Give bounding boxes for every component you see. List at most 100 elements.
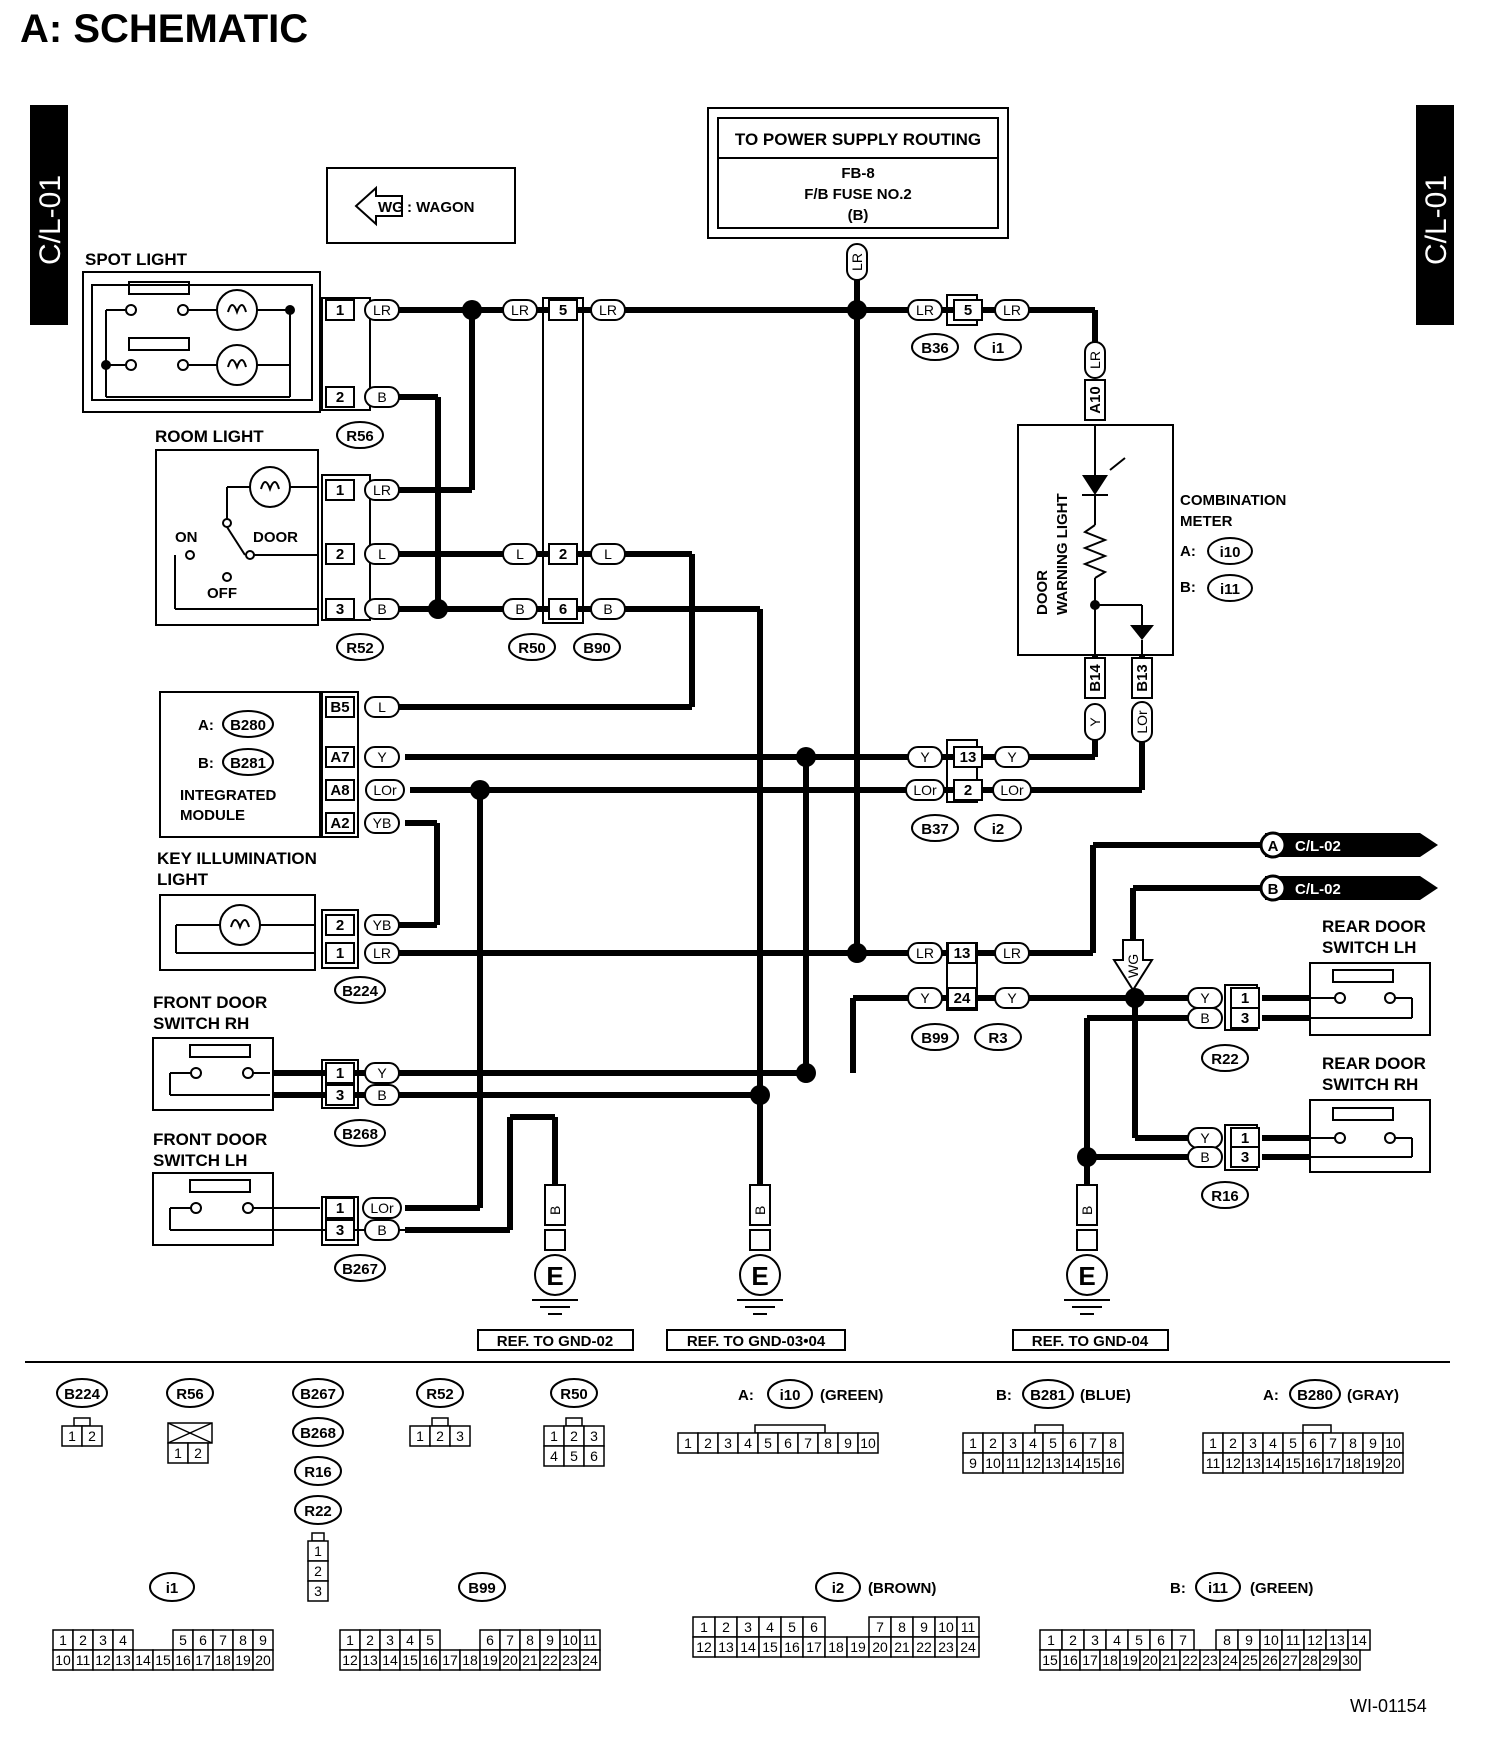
connector-r50: R50 [508,633,556,661]
pin-label: 23 [1202,1652,1218,1668]
svg-text:i1: i1 [992,340,1005,357]
pin-label: 12 [696,1639,712,1655]
pin-number: 1 [325,942,355,964]
wire-color-label: Y [1187,987,1223,1009]
pin-label: 17 [1082,1652,1098,1668]
pin-label: 28 [1302,1652,1318,1668]
svg-text:Y: Y [1007,749,1017,765]
pin-label: 15 [155,1652,171,1668]
integrated-module: A: B280 B: B281 INTEGRATED MODULE [159,691,321,838]
pin-label: 24 [1222,1652,1238,1668]
pin-number: 3 [1230,1146,1260,1168]
pin-label: 18 [1345,1455,1361,1471]
pin-label: 23 [562,1652,578,1668]
svg-text:B280: B280 [1297,1387,1333,1404]
pin-label: 1 [1047,1632,1055,1648]
pin-label: 1 [314,1543,322,1559]
pin-label: 4 [1029,1435,1037,1451]
pin-number: 3 [325,1084,355,1106]
pin-label: 2 [989,1435,997,1451]
svg-text:i2: i2 [992,821,1005,838]
wire-color-label: LR [502,299,538,321]
connector-r16: R16 [1201,1181,1249,1209]
connector-r22: R22 [294,1495,342,1525]
pin-number: B14 [1084,657,1106,699]
pin-label: 7 [1179,1632,1187,1648]
wire-color-label: Y [364,1062,400,1084]
pin-label: 15 [402,1652,418,1668]
svg-text:A2: A2 [330,815,349,832]
pin-label: 3 [1091,1632,1099,1648]
connector-i2: i2 [974,814,1022,842]
figure-id: WI-01154 [1350,1696,1427,1716]
wire-color-label: LR [994,942,1030,964]
pin-label: 2 [570,1428,578,1444]
svg-text:FRONT DOOR: FRONT DOOR [153,993,267,1012]
wire-color-label: L [590,543,626,565]
page-title: A: SCHEMATIC [20,7,308,51]
svg-text:B: B [377,1222,386,1238]
rear-door-switch-rh: REAR DOOR SWITCH RH [1309,1054,1431,1173]
svg-text:C/L-01: C/L-01 [1420,175,1453,265]
pin-number: A10 [1084,379,1106,421]
svg-text:B: B [377,1087,386,1103]
wire-color-label: B [364,1219,400,1241]
pin-label: 16 [175,1652,191,1668]
svg-text:3: 3 [1241,1149,1249,1166]
svg-text:B224: B224 [64,1386,101,1403]
connector-block [946,739,978,803]
face-label: (BLUE) [1080,1387,1131,1404]
connector-i2: i2 [815,1572,861,1602]
pin-label: 13 [1329,1632,1345,1648]
pin-label: 1 [68,1428,76,1444]
svg-text:TO POWER SUPPLY ROUTING: TO POWER SUPPLY ROUTING [735,130,981,149]
svg-text:3: 3 [336,1087,344,1104]
svg-text:B99: B99 [921,1030,949,1047]
pin-number: A8 [325,779,355,801]
svg-text:B: B [377,389,386,405]
pin-cell [1102,1452,1124,1474]
connector-i1: i1 [149,1572,195,1602]
svg-text:KEY ILLUMINATION: KEY ILLUMINATION [157,849,317,868]
connector-i1: i1 [974,333,1022,361]
legend-text: : WAGON [407,199,475,216]
svg-text:A8: A8 [330,782,349,799]
pin-label: 3 [590,1428,598,1444]
svg-text:B13: B13 [1134,664,1151,692]
side-tab-left: C/L-01 [30,105,68,325]
svg-text:DOOR: DOOR [1034,570,1051,615]
svg-text:B99: B99 [468,1580,496,1597]
connector-r52: R52 [336,633,384,661]
pin-label: 4 [119,1632,127,1648]
wires [270,268,1310,1233]
face-label: A: [1263,1387,1279,1404]
pin-cell [579,1649,601,1671]
pin-label: 14 [1351,1632,1367,1648]
svg-text:1: 1 [1241,990,1249,1007]
pin-label: 3 [744,1619,752,1635]
legend-tag: WG [378,199,404,216]
pin-label: 10 [860,1435,876,1451]
svg-text:5: 5 [964,302,972,319]
pin-label: 4 [1269,1435,1277,1451]
pin-number: 2 [325,386,355,408]
svg-text:C/L-01: C/L-01 [34,175,67,265]
pin-label: 4 [766,1619,774,1635]
svg-text:B: B [377,601,386,617]
pin-label: 11 [1206,1455,1221,1471]
pin-label: 20 [1385,1455,1401,1471]
connector-r56: R56 [336,421,384,449]
pin-label: 12 [1225,1455,1241,1471]
pin-label: 21 [1162,1652,1178,1668]
pin-label: 6 [1157,1632,1165,1648]
pin-cell [81,1425,103,1447]
pin-label: 19 [850,1639,866,1655]
svg-text:i11: i11 [1208,1580,1228,1597]
svg-text:LOr: LOr [1000,782,1024,798]
wire-color-label: LR [590,299,626,321]
pin-label: 3 [1249,1435,1257,1451]
svg-text:R50: R50 [560,1386,588,1403]
svg-text:A:: A: [198,717,214,734]
pin-label: 13 [115,1652,131,1668]
connector-b224: B224 [56,1378,108,1408]
